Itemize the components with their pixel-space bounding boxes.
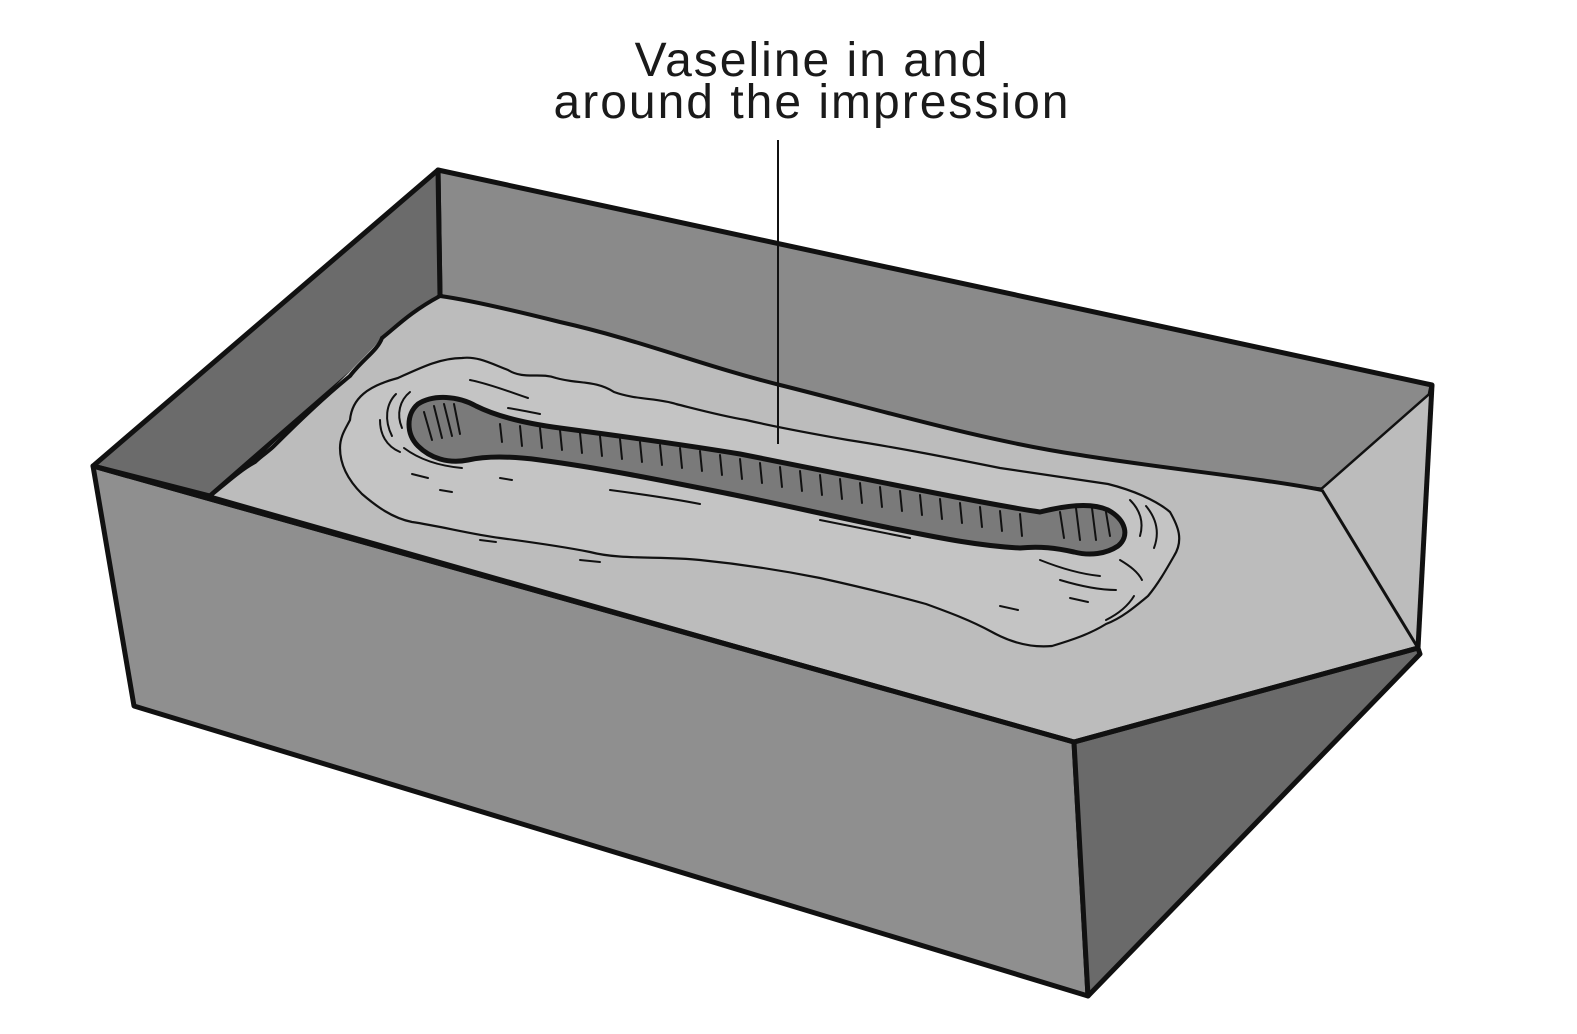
impression-groove [406,395,1128,557]
callout-label-line-1: Vaseline in and [635,34,990,87]
plaster-left-edge [208,294,441,498]
plaster-right-edge [1320,489,1420,649]
box-right-rim [1415,384,1435,649]
callout-label-line-2: around the impression [554,76,1071,129]
plaster-front-edge [209,494,1075,744]
impression-hatching [423,403,1111,541]
plaster-back-edge [439,294,1323,492]
vaseline-smear-strokes [379,379,1158,621]
